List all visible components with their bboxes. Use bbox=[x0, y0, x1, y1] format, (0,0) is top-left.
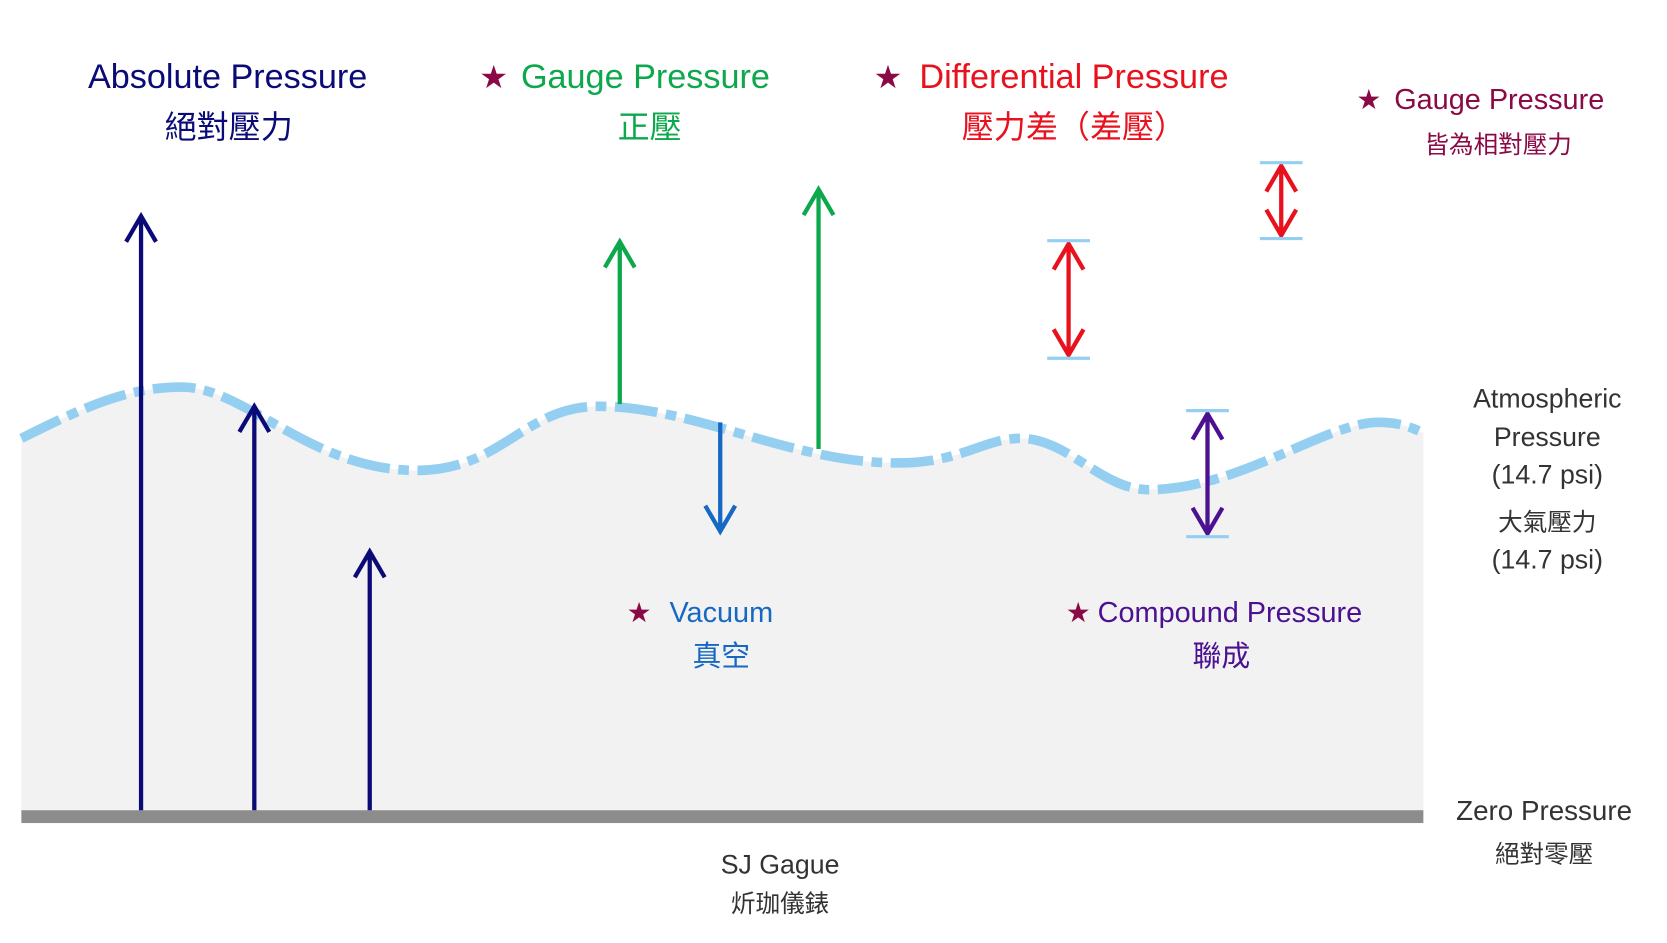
gauge-pressure-title-zh: 正壓 bbox=[618, 108, 682, 146]
absolute-arrows bbox=[124, 211, 387, 811]
star-icon: ★ bbox=[1356, 83, 1381, 116]
zero-pressure-label-zh: 絕對零壓 bbox=[1495, 840, 1593, 869]
absolute-arrow-3 bbox=[352, 547, 387, 811]
gauge-note-title: Gauge Pressure bbox=[1394, 84, 1604, 116]
atmospheric-label-3: (14.7 psi) bbox=[1492, 459, 1603, 489]
gauge-note-zh: 皆為相對壓力 bbox=[1424, 130, 1571, 159]
atmospheric-label-zh: 大氣壓力 bbox=[1498, 507, 1596, 536]
vacuum-label-zh: 真空 bbox=[692, 639, 750, 673]
differential-pressure-title: Differential Pressure bbox=[919, 58, 1228, 96]
compound-label: Compound Pressure bbox=[1098, 597, 1363, 629]
atmospheric-label-zh-value: (14.7 psi) bbox=[1492, 545, 1603, 575]
absolute-pressure-title: Absolute Pressure bbox=[88, 58, 367, 96]
gauge-arrow-2 bbox=[801, 185, 836, 450]
gauge-arrow-1 bbox=[602, 237, 637, 405]
vacuum-label: Vacuum bbox=[669, 597, 773, 629]
zero-pressure-baseline bbox=[21, 810, 1424, 824]
atmospheric-label-1: Atmospheric bbox=[1473, 383, 1621, 413]
absolute-pressure-title-zh: 絕對壓力 bbox=[165, 108, 293, 146]
star-icon: ★ bbox=[874, 58, 903, 96]
differential-pressure-title-zh: 壓力差（差壓） bbox=[962, 108, 1186, 146]
star-icon: ★ bbox=[1066, 596, 1091, 629]
brand-name-zh: 炘珈儀錶 bbox=[731, 889, 829, 918]
gauge-pressure-title: Gauge Pressure bbox=[521, 58, 770, 96]
zero-pressure-label: Zero Pressure bbox=[1456, 795, 1632, 826]
atmospheric-label-2: Pressure bbox=[1494, 422, 1601, 452]
absolute-arrow-1 bbox=[124, 211, 158, 811]
brand-name: SJ Gague bbox=[721, 849, 840, 879]
atmospheric-pressure-line bbox=[19, 382, 1426, 495]
compound-arrow bbox=[1186, 408, 1229, 539]
star-icon: ★ bbox=[479, 58, 508, 96]
star-icon: ★ bbox=[627, 596, 652, 629]
differential-arrow-1 bbox=[1047, 239, 1090, 360]
absolute-arrow-2 bbox=[237, 402, 272, 811]
vacuum-arrow bbox=[703, 422, 738, 536]
compound-label-zh: 聯成 bbox=[1193, 639, 1251, 673]
differential-arrow-2 bbox=[1259, 161, 1303, 241]
